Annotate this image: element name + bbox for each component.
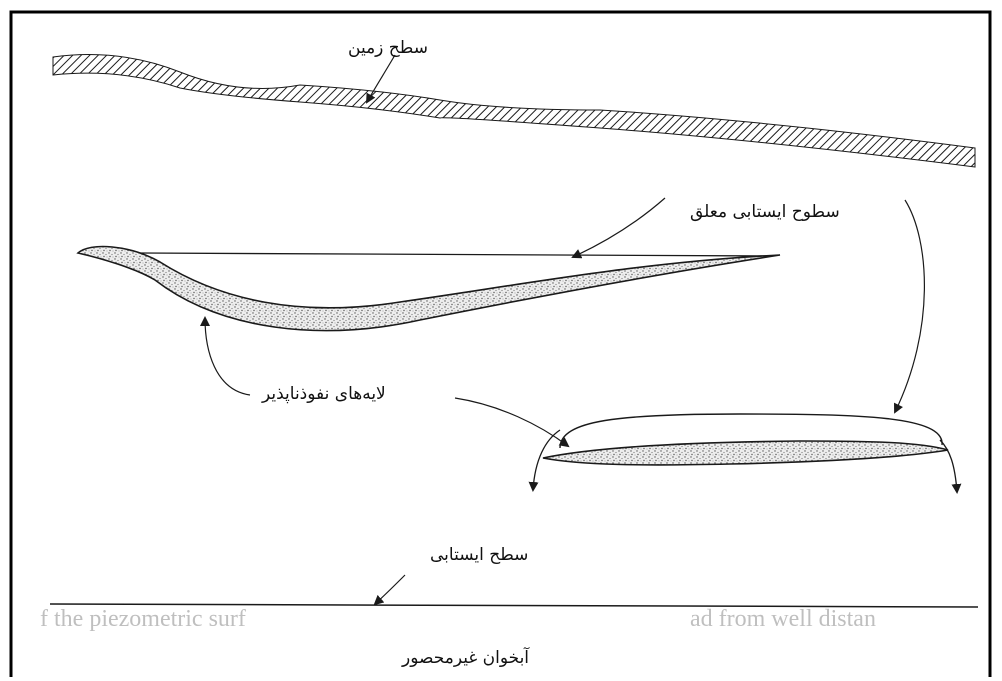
arrow-perched-right <box>895 200 924 412</box>
arrow-impermeable-left <box>205 318 250 395</box>
label-water-table: سطح ایستابی <box>430 545 528 565</box>
arrow-impermeable-right <box>455 398 568 446</box>
impermeable-lens-right <box>543 441 948 465</box>
label-perched-water-tables: سطوح ایستابی معلق <box>690 202 840 222</box>
arrow-perched-left <box>573 198 665 257</box>
arrow-water-table <box>375 575 405 604</box>
bleed-through-text-left: f the piezometric surf <box>40 606 246 633</box>
label-impermeable-layers: لایه‌های نفوذناپذیر <box>262 384 386 404</box>
impermeable-lens-left <box>78 247 780 331</box>
ground-surface-band <box>53 55 975 167</box>
label-ground-surface: سطح زمین <box>348 38 428 58</box>
bleed-through-text-right: ad from well distan <box>690 606 876 633</box>
perched-water-table-left <box>140 253 772 256</box>
label-unconfined-aquifer: آبخوان غیرمحصور <box>402 648 529 668</box>
